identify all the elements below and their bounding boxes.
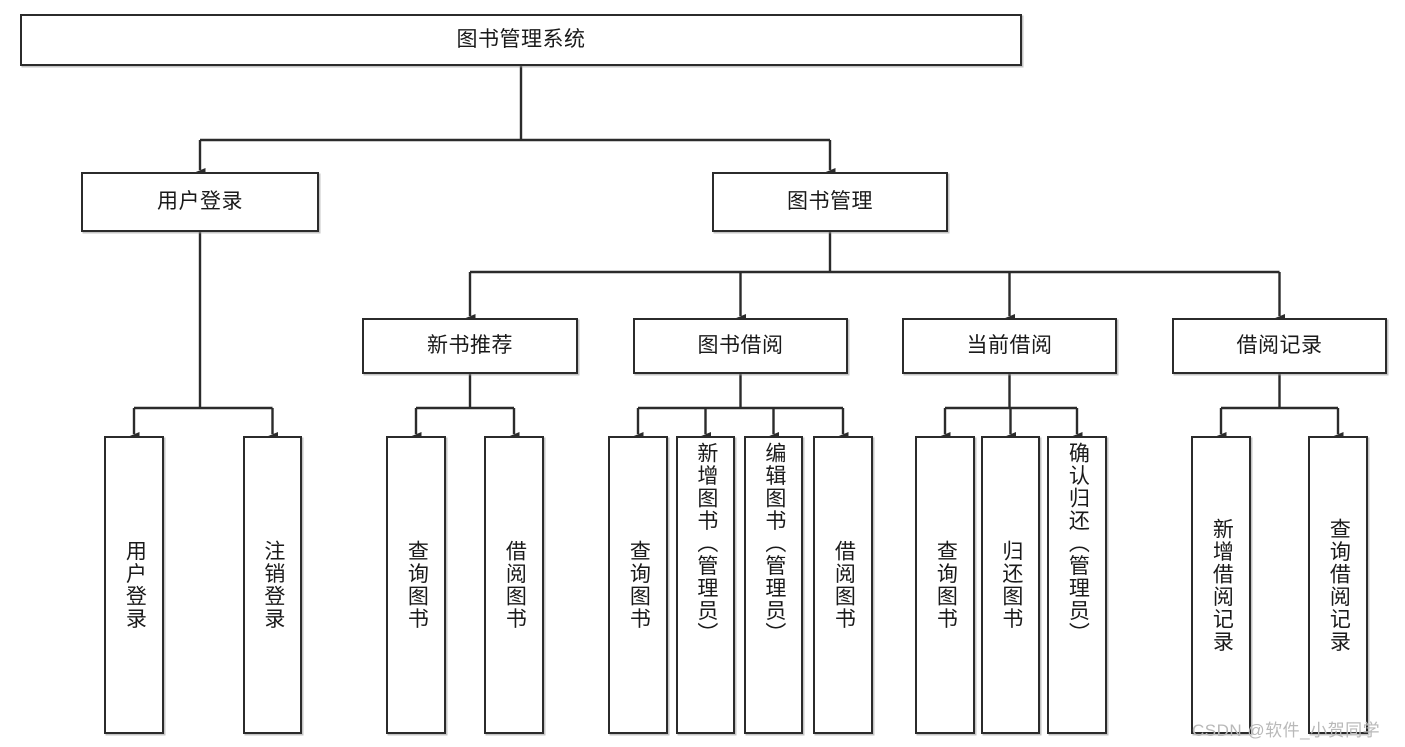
node-label: 确认归还（管理员） <box>1066 442 1090 645</box>
csdn-watermark: CSDN @软件_小贺同学 <box>1192 721 1381 740</box>
node-leaf[interactable]: 借阅图书 <box>813 436 873 734</box>
node-label: 图书管理系统 <box>456 28 586 52</box>
node-leaf[interactable]: 新增借阅记录 <box>1191 436 1251 734</box>
node-leaf[interactable]: 注销登录 <box>243 436 302 734</box>
node-leaf[interactable]: 查询借阅记录 <box>1308 436 1368 734</box>
node-label: 用户登录 <box>157 190 243 214</box>
node-label: 借阅记录 <box>1236 334 1323 358</box>
node-label: 借阅图书 <box>503 540 527 630</box>
node-label: 图书借阅 <box>697 334 784 358</box>
node-leaf[interactable]: 归还图书 <box>981 436 1040 734</box>
node-label: 编辑图书（管理员） <box>762 442 786 645</box>
node-label: 图书管理 <box>787 190 873 214</box>
node-label: 查询图书 <box>627 540 651 630</box>
node-leaf[interactable]: 编辑图书（管理员） <box>744 436 803 734</box>
node-label: 查询借阅记录 <box>1327 517 1351 653</box>
node-branch[interactable]: 用户登录 <box>81 172 319 232</box>
node-branch[interactable]: 图书管理 <box>712 172 948 232</box>
node-branch[interactable]: 新书推荐 <box>362 318 578 374</box>
node-root[interactable]: 图书管理系统 <box>20 14 1022 66</box>
node-leaf[interactable]: 借阅图书 <box>484 436 544 734</box>
node-label: 查询图书 <box>405 540 429 630</box>
node-leaf[interactable]: 用户登录 <box>104 436 164 734</box>
node-label: 借阅图书 <box>832 540 856 630</box>
node-label: 当前借阅 <box>966 334 1053 358</box>
node-label: 新书推荐 <box>427 334 513 358</box>
node-branch[interactable]: 图书借阅 <box>633 318 848 374</box>
node-label: 用户登录 <box>123 540 147 630</box>
node-leaf[interactable]: 新增图书（管理员） <box>676 436 735 734</box>
node-label: 注销登录 <box>261 540 285 630</box>
node-label: 查询图书 <box>934 540 958 630</box>
node-branch[interactable]: 借阅记录 <box>1172 318 1387 374</box>
node-branch[interactable]: 当前借阅 <box>902 318 1117 374</box>
node-leaf[interactable]: 查询图书 <box>608 436 668 734</box>
node-leaf[interactable]: 查询图书 <box>915 436 975 734</box>
node-label: 新增图书（管理员） <box>694 442 718 645</box>
node-leaf[interactable]: 确认归还（管理员） <box>1047 436 1107 734</box>
node-label: 新增借阅记录 <box>1210 517 1234 653</box>
node-leaf[interactable]: 查询图书 <box>386 436 446 734</box>
node-label: 归还图书 <box>999 540 1023 630</box>
